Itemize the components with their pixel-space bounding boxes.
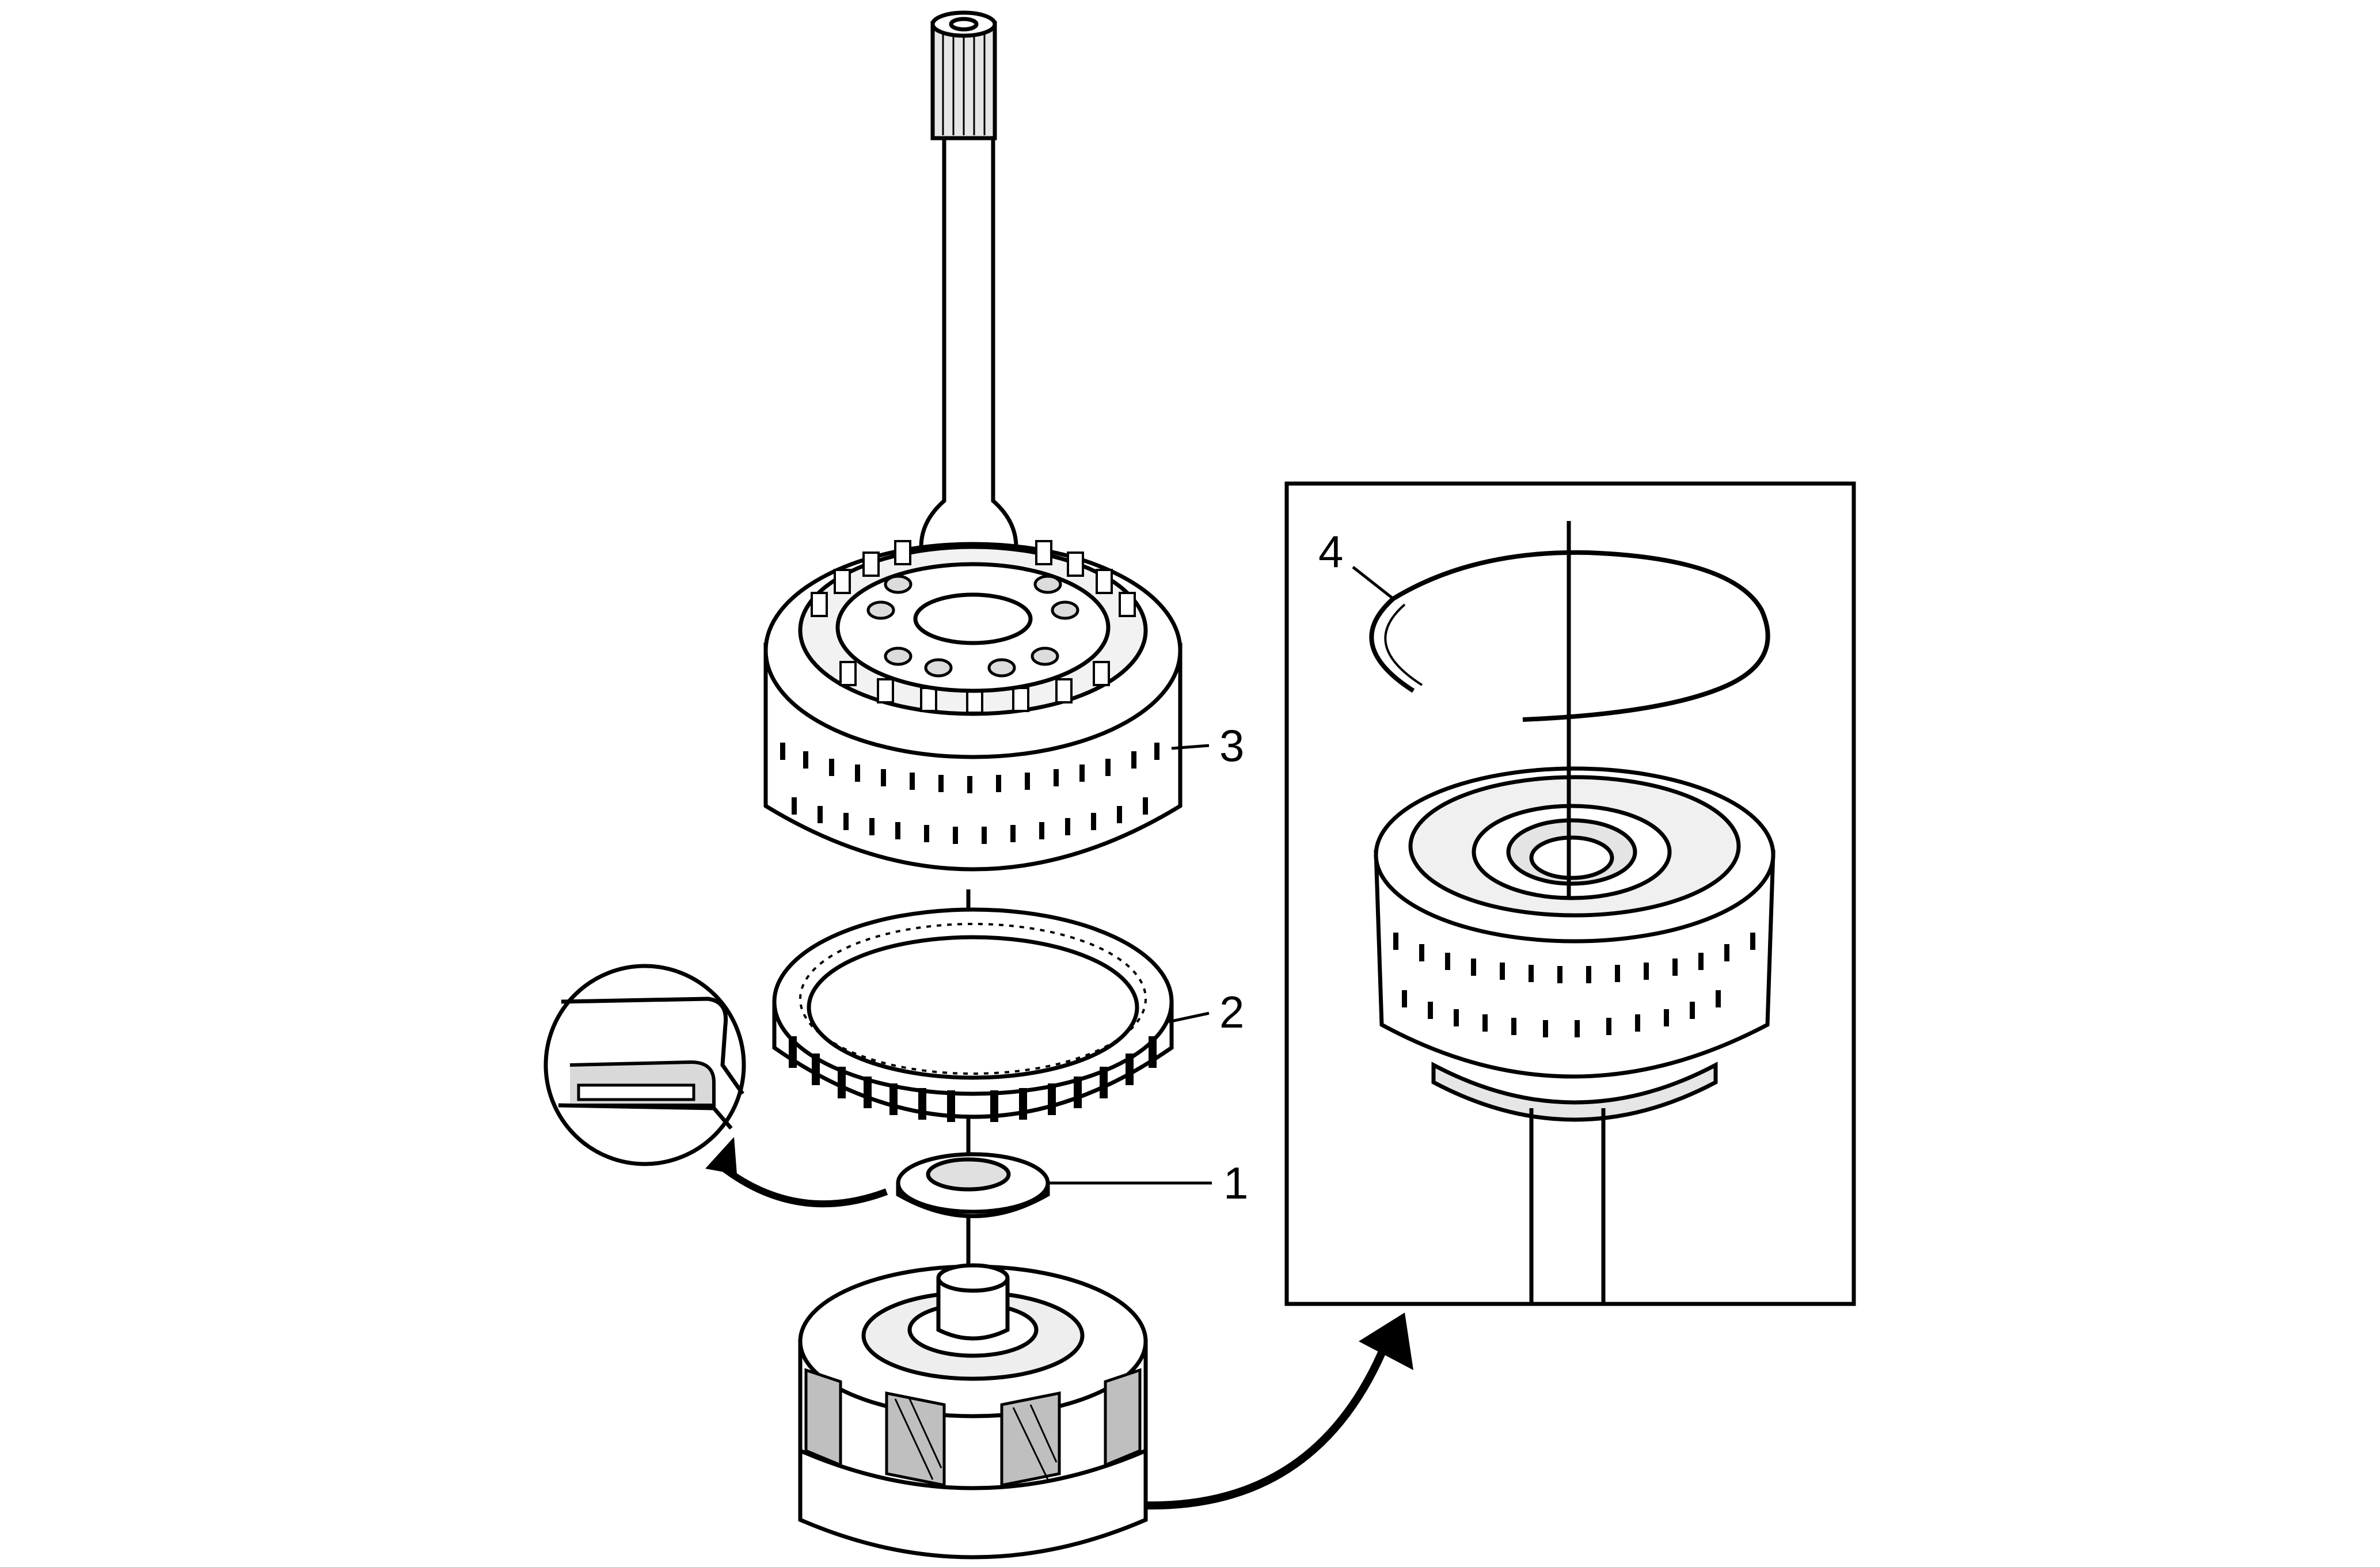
callout-2: 2 xyxy=(1168,987,1244,1037)
callout-4-label: 4 xyxy=(1318,526,1343,577)
ring-gear xyxy=(772,907,1174,1122)
callout-4: 4 xyxy=(1318,526,1394,600)
inset-arrow-right xyxy=(1145,1351,1386,1510)
planetary-carrier xyxy=(798,1263,1148,1560)
snap-ring xyxy=(1369,550,1770,722)
inset-drum xyxy=(1374,766,1776,1122)
thrust-washer xyxy=(896,1152,1050,1218)
detail-arrow-left xyxy=(714,1160,888,1208)
drum-assembly xyxy=(763,540,1183,872)
callout-2-label: 2 xyxy=(1219,987,1244,1037)
inset-shaft xyxy=(1529,1108,1606,1302)
callout-1-label: 1 xyxy=(1223,1158,1248,1208)
seal-detail-view xyxy=(543,964,746,1166)
callout-3: 3 xyxy=(1171,720,1244,771)
detail-arrow-left-head xyxy=(705,1137,737,1174)
callout-1: 1 xyxy=(1048,1158,1248,1208)
inset-arrow-right-head xyxy=(1359,1313,1413,1370)
input-shaft xyxy=(919,10,1018,625)
callout-3-label: 3 xyxy=(1219,720,1244,771)
inset-detail-box xyxy=(1284,481,1856,1306)
